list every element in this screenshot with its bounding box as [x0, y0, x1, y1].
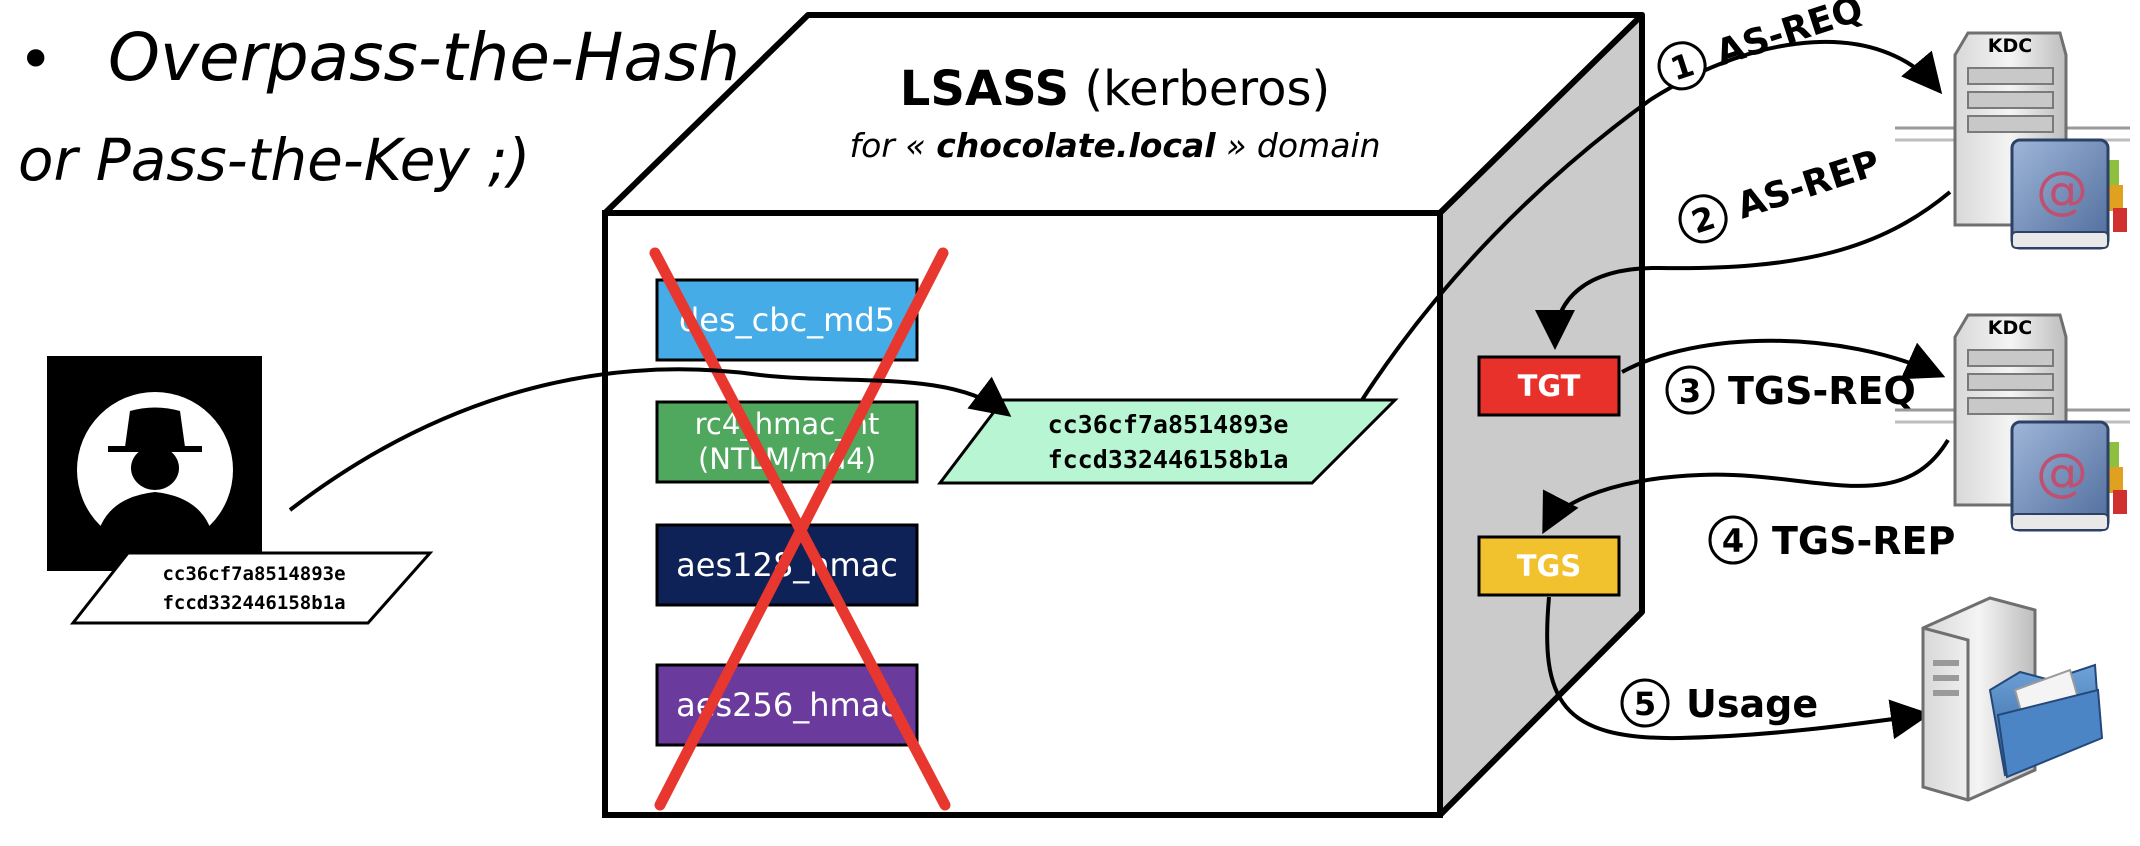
drive-slot-icon — [1933, 690, 1959, 696]
step-2: 2 AS-REP — [1678, 143, 1885, 244]
injected-hash-card: cc36cf7a8514893e fccd332446158b1a — [936, 398, 1399, 485]
spy-body-icon — [95, 492, 215, 548]
drive-bay-icon — [1967, 397, 2054, 415]
inject-arrow — [288, 367, 1012, 512]
step-5: 5 Usage — [1620, 678, 1818, 728]
step-5-label: Usage — [1686, 682, 1818, 726]
drive-slot-icon — [1933, 675, 1959, 681]
drive-bay-icon — [1967, 373, 2054, 391]
step-4-label: TGS-REP — [1772, 519, 1955, 563]
injected-hash-line-2: fccd332446158b1a — [1048, 445, 1289, 474]
key-rc4-box — [655, 400, 919, 484]
lsass-subtitle: for « chocolate.local » domain — [849, 126, 1380, 165]
book-tab-icon — [2109, 185, 2123, 211]
step-3: 3 TGS-REQ — [1665, 365, 1916, 415]
tgs-label: TGS — [1517, 549, 1581, 583]
drive-bay-icon — [1967, 91, 2054, 109]
file-server — [1921, 596, 2104, 802]
step-4-badge — [1708, 515, 1758, 565]
title-line-1: Overpass-the-Hash — [108, 19, 740, 96]
step-3-label: TGS-REQ — [1728, 369, 1916, 413]
spy-head-icon — [131, 446, 179, 490]
step-5-badge — [1620, 678, 1670, 728]
drive-bay-icon — [1967, 115, 2054, 133]
tgt-label: TGT — [1518, 369, 1581, 403]
tgs-req-arrow — [1621, 338, 1946, 380]
usage-arrow — [1545, 596, 1931, 741]
slide-title: • Overpass-the-Hash or Pass-the-Key ;) — [18, 19, 740, 194]
folder-front-icon — [1996, 688, 2104, 779]
stolen-hash-shape — [69, 551, 434, 625]
lsass-title: LSASS (kerberos) — [900, 61, 1330, 117]
book-tab-icon — [2113, 208, 2127, 232]
tgt-ticket — [1477, 355, 1621, 417]
step-1-badge — [1657, 41, 1707, 91]
title-bullet: • — [18, 25, 53, 95]
drive-slot-icon — [1933, 660, 1959, 666]
stolen-hash-line-2: fccd332446158b1a — [162, 592, 345, 614]
tgs-ticket — [1477, 535, 1621, 597]
step-1-label: AS-REQ — [1711, 0, 1868, 74]
kdc-label-2: KDC — [1988, 317, 2032, 339]
stolen-hash-card: cc36cf7a8514893e fccd332446158b1a — [69, 551, 434, 625]
title-line-2: or Pass-the-Key ;) — [18, 126, 530, 194]
key-list: des_cbc_md5 rc4_hmac_nt (NTLM/md4) aes12… — [649, 247, 951, 811]
tgs-rep-arrow — [1542, 438, 1950, 535]
kdc-server-1: KDC @ — [1895, 31, 2130, 250]
drive-bay-icon — [1967, 349, 2054, 367]
injected-hash-shape — [936, 398, 1399, 485]
key-des-label: des_cbc_md5 — [679, 301, 895, 339]
injected-hash-line-1: cc36cf7a8514893e — [1048, 410, 1289, 439]
cross-line-2 — [654, 247, 949, 811]
at-sign-icon: @ — [2036, 443, 2088, 503]
as-req-arrow — [1360, 39, 1943, 402]
at-sign-icon: @ — [2036, 161, 2088, 221]
step-1: 1 AS-REQ — [1657, 0, 1868, 91]
step-5-number: 5 — [1634, 685, 1656, 723]
hat-icon — [125, 407, 185, 447]
step-3-badge — [1665, 365, 1715, 415]
drive-bay-icon — [1967, 67, 2054, 85]
step-2-label: AS-REP — [1732, 143, 1885, 228]
book-tab-icon — [2109, 467, 2123, 493]
kdc-label-1: KDC — [1988, 35, 2032, 57]
stolen-hash-line-1: cc36cf7a8514893e — [162, 563, 345, 585]
kdc-server-2: KDC @ — [1895, 313, 2130, 532]
file-server-edge-icon — [1922, 626, 1970, 800]
step-3-number: 3 — [1679, 372, 1701, 410]
book-pages-icon — [2011, 513, 2109, 531]
book-tab-icon — [2113, 490, 2127, 514]
flow-arrows — [288, 39, 1952, 741]
as-rep-arrow — [1535, 190, 1952, 350]
attacker-avatar — [47, 356, 262, 571]
book-pages-icon — [2011, 231, 2109, 249]
step-4: 4 TGS-REP — [1708, 515, 1955, 565]
tickets: TGT TGS — [1477, 355, 1621, 597]
step-4-number: 4 — [1722, 522, 1744, 560]
step-2-badge — [1678, 194, 1728, 244]
